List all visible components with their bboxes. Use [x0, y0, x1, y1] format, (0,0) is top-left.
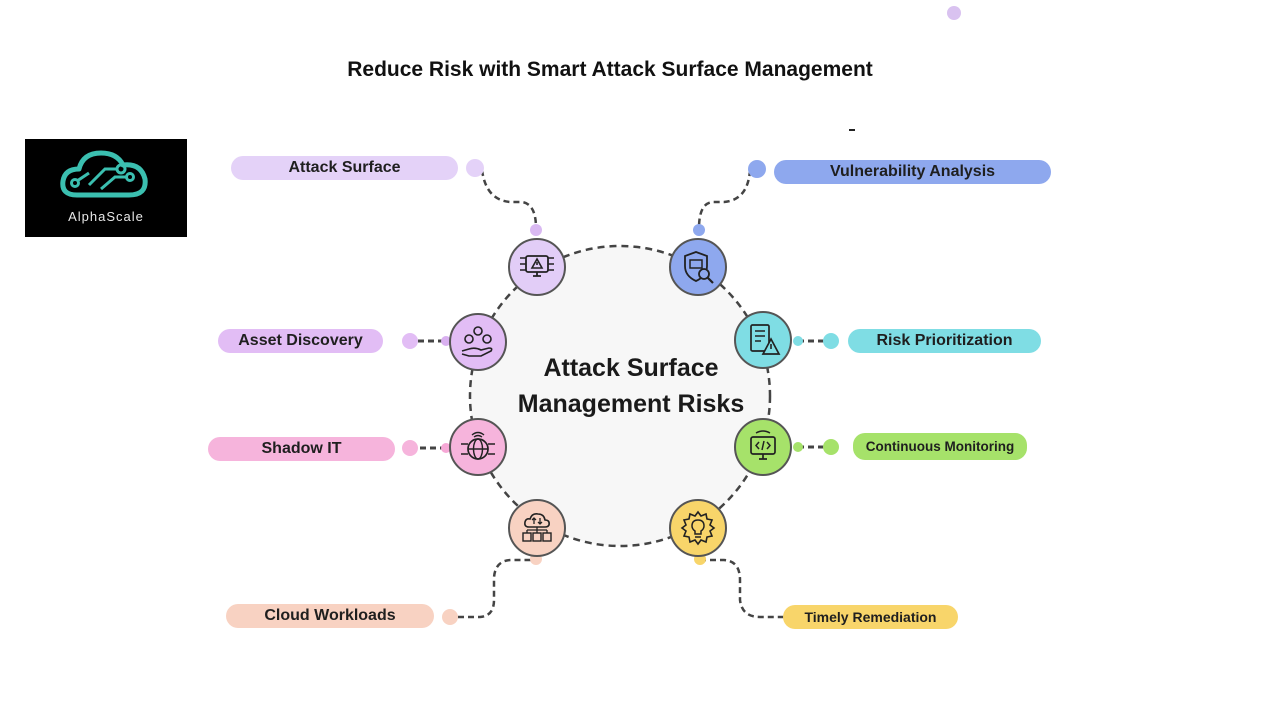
pill-timely-remediation: Timely Remediation — [783, 605, 958, 629]
pill-attack-surface: Attack Surface — [231, 156, 458, 180]
node-timely-remediation — [669, 499, 727, 557]
shield-magnifier-icon — [684, 251, 714, 284]
connector-end-attack-surface — [530, 224, 542, 236]
connector-cloud-workloads — [458, 558, 536, 619]
gear-bulb-icon — [680, 510, 716, 546]
monitor-warning-icon — [520, 255, 554, 277]
center-ring — [468, 244, 772, 548]
node-continuous-monitoring — [734, 418, 792, 476]
hand-assets-icon — [461, 326, 493, 357]
logo-wordmark: AlphaScale — [68, 209, 144, 224]
cloud-circuit-icon — [60, 150, 148, 198]
cloud-server-icon — [522, 513, 552, 542]
document-warning-icon — [750, 324, 781, 355]
pill-risk-prioritization: Risk Prioritization — [848, 329, 1041, 353]
connector-dot-cloud-workloads — [442, 609, 458, 625]
globe-network-icon — [461, 431, 495, 460]
decorative-dot — [947, 6, 961, 20]
connector-dot-continuous-monitoring — [823, 439, 839, 455]
connector-end-risk-prioritization — [793, 336, 803, 346]
decorative-dash — [849, 129, 855, 131]
pill-vulnerability-analysis: Vulnerability Analysis — [774, 160, 1051, 184]
alphascale-logo: AlphaScale — [25, 139, 187, 237]
connector-dot-asset-discovery — [402, 333, 418, 349]
pill-cloud-workloads: Cloud Workloads — [226, 604, 434, 628]
connector-end-vulnerability-analysis — [693, 224, 705, 236]
connector-end-continuous-monitoring — [793, 442, 803, 452]
connector-dot-vulnerability-analysis — [748, 160, 766, 178]
pill-label: Vulnerability Analysis — [829, 163, 996, 180]
connector-dot-attack-surface — [466, 159, 484, 177]
node-asset-discovery — [449, 313, 507, 371]
node-cloud-workloads — [508, 499, 566, 557]
connector-end-shadow-it — [441, 443, 451, 453]
node-vulnerability-analysis — [669, 238, 727, 296]
connector-dot-risk-prioritization — [823, 333, 839, 349]
center-label: Attack Surface Management Risks — [506, 350, 756, 422]
node-risk-prioritization — [734, 311, 792, 369]
pill-continuous-monitoring: Continuous Monitoring — [853, 433, 1027, 460]
node-attack-surface — [508, 238, 566, 296]
page-title: Reduce Risk with Smart Attack Surface Ma… — [347, 58, 873, 81]
center-label-line2: Management Risks — [517, 390, 745, 418]
node-shadow-it — [449, 418, 507, 476]
connector-dot-shadow-it — [402, 440, 418, 456]
center-label-line1: Attack Surface — [543, 354, 719, 382]
connector-vulnerability-analysis — [697, 169, 752, 229]
pill-label: Continuous Monitoring — [865, 439, 1015, 454]
connector-timely-remediation — [700, 558, 784, 619]
monitor-code-icon — [750, 430, 776, 460]
pill-label: Timely Remediation — [804, 609, 937, 625]
pill-label: Cloud Workloads — [264, 607, 396, 624]
pill-asset-discovery: Asset Discovery — [218, 329, 383, 353]
pill-shadow-it: Shadow IT — [208, 437, 395, 461]
connector-end-asset-discovery — [441, 336, 451, 346]
pill-label: Attack Surface — [288, 159, 401, 176]
pill-label: Risk Prioritization — [876, 332, 1013, 349]
pill-label: Shadow IT — [261, 440, 342, 457]
pill-label: Asset Discovery — [238, 332, 363, 349]
connector-attack-surface — [480, 169, 538, 229]
